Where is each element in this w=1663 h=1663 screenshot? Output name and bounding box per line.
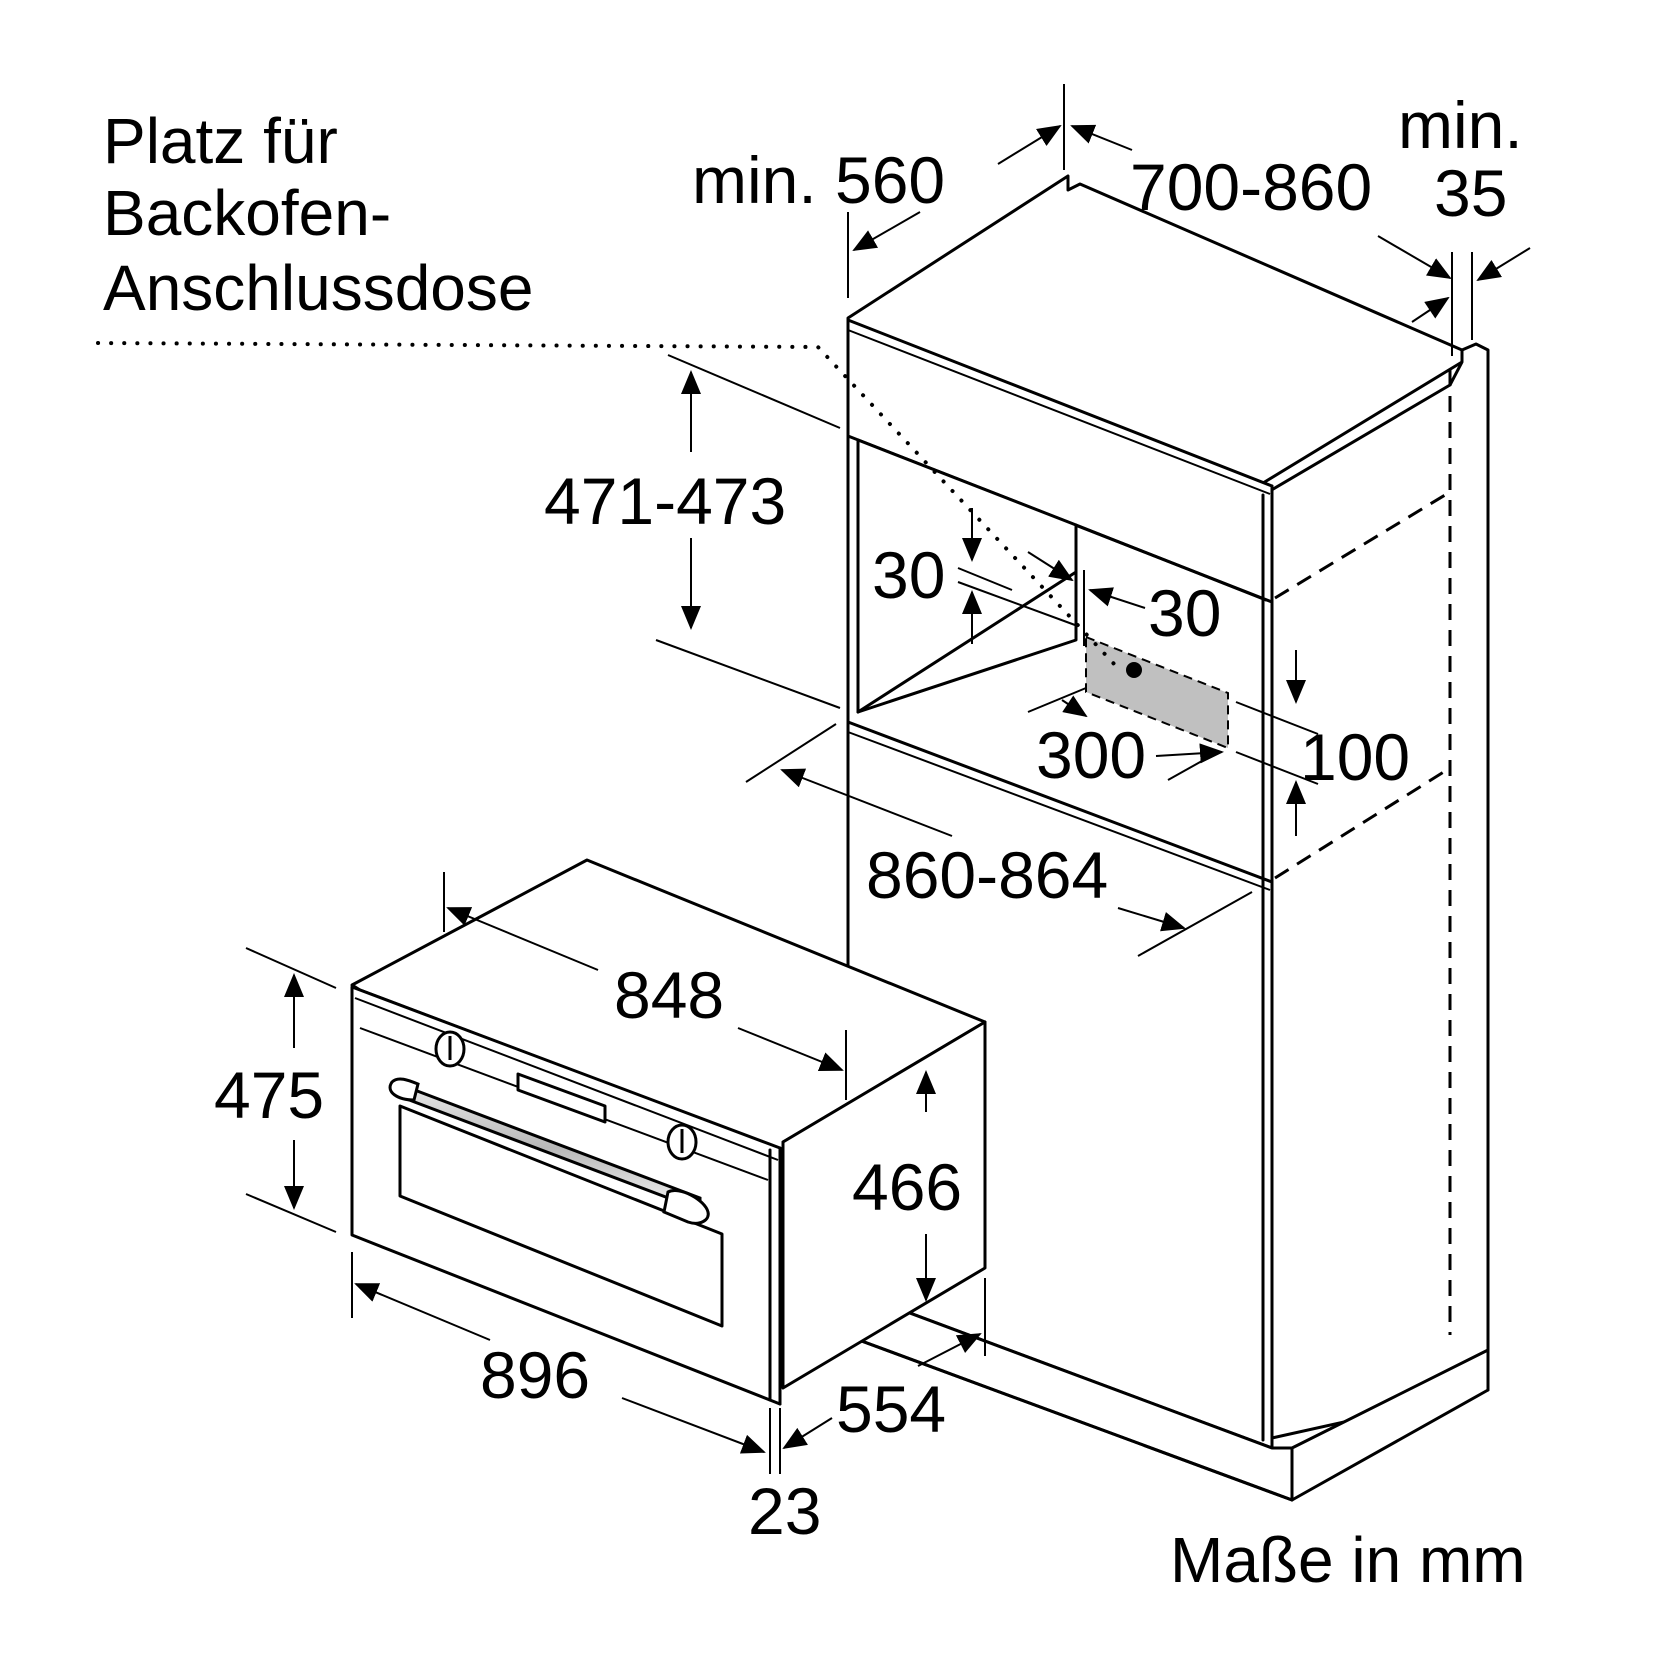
- dim-oven-body-height: 466: [852, 1150, 962, 1224]
- dim-oven-body-width: 848: [614, 958, 724, 1032]
- dim-socket-side: 30: [1148, 576, 1221, 650]
- dimension-lines: [245, 84, 1531, 1474]
- oven: [350, 858, 987, 1406]
- dim-min-560: min. 560: [692, 143, 945, 217]
- units-footer: Maße in mm: [1170, 1524, 1526, 1596]
- oven-door-window: [398, 1104, 724, 1328]
- cabinet-side-panel: [1261, 342, 1490, 1442]
- dim-oven-height: 475: [214, 1058, 324, 1132]
- right-knob-icon: [666, 1123, 698, 1161]
- dimension-labels: min. 560 700-860 min. 35 471-473 30 30 3…: [214, 88, 1523, 1548]
- oven-display: [516, 1072, 607, 1124]
- socket-leader-line: [96, 341, 1118, 668]
- dim-min-label: min.: [1398, 88, 1523, 162]
- dim-min-35: 35: [1434, 156, 1507, 230]
- dim-depth-700-860: 700-860: [1130, 150, 1372, 224]
- cabinet-plinth-side: [1290, 1348, 1490, 1502]
- note-line-3: Anschlussdose: [103, 252, 533, 324]
- dim-niche-height: 471-473: [544, 464, 786, 538]
- dim-oven-depth: 554: [836, 1372, 946, 1446]
- dim-socket-height: 100: [1300, 720, 1410, 794]
- dim-socket-top: 30: [872, 538, 945, 612]
- note-text: Platz für Backofen- Anschlussdose: [103, 105, 533, 324]
- dim-niche-width: 860-864: [866, 838, 1108, 912]
- note-line-1: Platz für: [103, 105, 338, 177]
- left-knob-icon: [434, 1030, 466, 1068]
- dim-oven-width: 896: [480, 1338, 590, 1412]
- oven-handle: [388, 1077, 710, 1225]
- note-line-2: Backofen-: [103, 177, 391, 249]
- socket-point: [1126, 662, 1142, 678]
- dim-socket-width: 300: [1036, 718, 1146, 792]
- socket-area: [1085, 635, 1229, 750]
- dim-front-thickness: 23: [748, 1474, 821, 1548]
